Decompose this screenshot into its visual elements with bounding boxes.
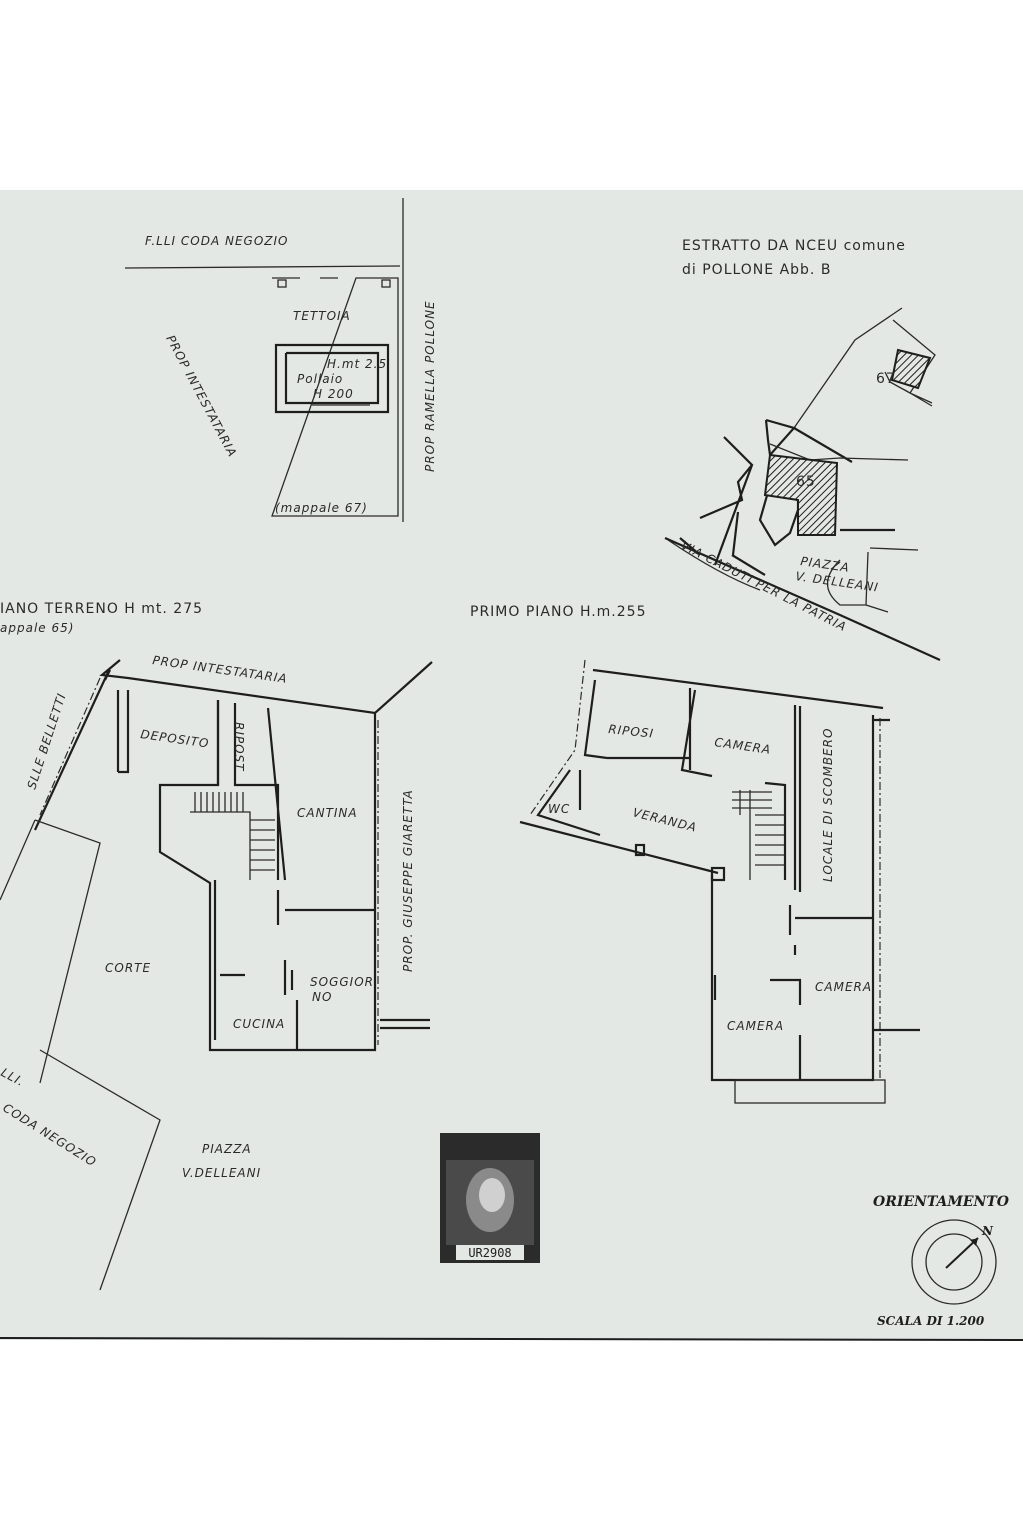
revenue-stamp-icon: UR2908: [440, 1133, 540, 1263]
coop-label: Pollaio: [297, 372, 343, 386]
first-floor-stairs: [732, 790, 785, 880]
room-soggiorno-line2: NO: [312, 990, 332, 1004]
room-wc: WC: [548, 802, 570, 816]
room-cucina: CUCINA: [233, 1017, 285, 1031]
square-label-line2: V.DELLEANI: [182, 1166, 261, 1180]
parcel-65-hatched: [763, 453, 839, 536]
east-owner-label: PROP. GIUSEPPE GIARETTA: [401, 789, 415, 972]
courtyard-label: CORTE: [105, 961, 151, 975]
orientation-block: ORIENTAMENTO N SCALA DI 1.200: [873, 1194, 1010, 1328]
north-label: N: [981, 1224, 994, 1238]
ground-stairs: [190, 792, 275, 880]
room-locale-di-sgombero: LOCALE DI SCOMBERO: [821, 728, 835, 882]
stamp-code: UR2908: [468, 1246, 511, 1260]
parcel-67-hatched: [890, 348, 932, 390]
room-camera-west: CAMERA: [727, 1019, 784, 1033]
parcel-65-label: 65: [796, 474, 816, 490]
room-ripostiglio: RIPOST: [232, 722, 246, 772]
balcony: [734, 1079, 886, 1104]
parcel-label: (mappale 67): [275, 501, 368, 515]
square-label-line1: PIAZZA: [202, 1142, 252, 1156]
coop-height-label: H.mt 2.5: [327, 357, 387, 371]
room-camera-east: CAMERA: [815, 980, 872, 994]
canopy-label: TETTOIA: [293, 309, 351, 323]
compass-north-arrow-icon: N: [911, 1219, 997, 1305]
extract-title-line2: di POLLONE Abb. B: [682, 262, 831, 278]
square-label-line1: PIAZZA: [800, 554, 851, 575]
extract-title-line1: ESTRATTO DA NCEU comune: [682, 238, 906, 254]
coop-h-label: H 200: [313, 387, 354, 401]
room-ripostiglio: RIPOSI: [608, 722, 655, 741]
room-cantina: CANTINA: [297, 806, 358, 820]
parcel-67-label: 67: [876, 371, 896, 387]
sheet-bottom-edge: [0, 1337, 1023, 1341]
first-floor-title: PRIMO PIANO H.m.255: [470, 604, 646, 620]
ground-floor-title: IANO TERRENO H mt. 275: [0, 601, 203, 617]
room-soggiorno-line1: SOGGIOR: [310, 975, 374, 989]
scale-label: SCALA DI 1.200: [877, 1314, 985, 1328]
orientation-label: ORIENTAMENTO: [873, 1194, 1010, 1210]
right-owner-label: PROP RAMELLA POLLONE: [423, 300, 437, 472]
ground-floor-subtitle: appale 65): [0, 621, 74, 635]
neighbor-top-label: F.LLI CODA NEGOZIO: [145, 234, 289, 248]
